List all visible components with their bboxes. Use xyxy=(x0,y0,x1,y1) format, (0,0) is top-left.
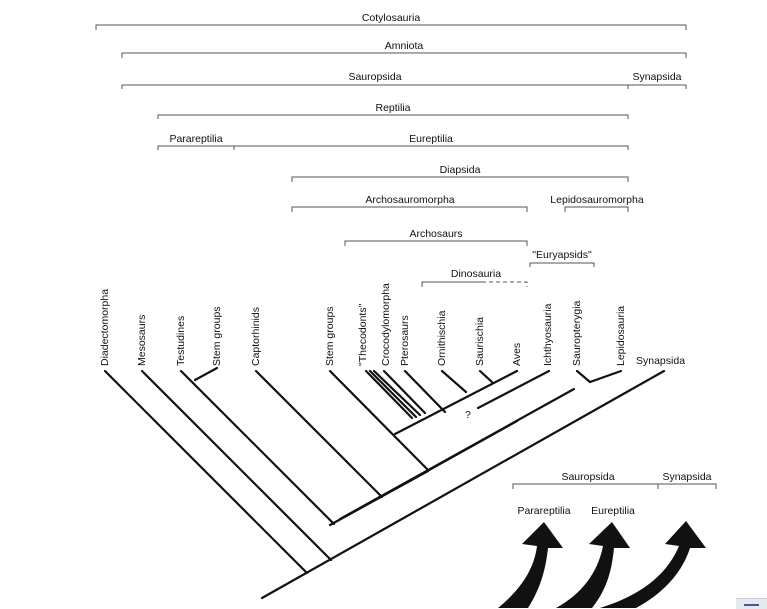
uncertain-placement-mark: ? xyxy=(465,409,471,421)
taxon-aves: Aves xyxy=(511,343,523,366)
inset-label-sauropsida: Sauropsida xyxy=(561,471,614,483)
bracket-archosauromorpha: Archosauromorpha xyxy=(291,194,528,212)
taxon-lepidosauria: Lepidosauria xyxy=(615,306,627,366)
taxon-thecodonts: "Thecodonts" xyxy=(357,303,369,366)
taxon-diadectomorpha: Diadectomorpha xyxy=(99,289,111,366)
clade-label-cotylosauria: Cotylosauria xyxy=(362,12,421,24)
scroll-corner-widget[interactable] xyxy=(736,598,767,609)
taxon-synapsida: Synapsida xyxy=(636,355,685,367)
bracket-sauropsida: Sauropsida xyxy=(121,71,629,89)
branch-thecodonts-1 xyxy=(364,369,414,420)
branch-archosaurs-stem xyxy=(393,369,519,436)
clade-label-lepidosauromorpha: Lepidosauromorpha xyxy=(550,194,644,206)
taxon-ichthyosauria: Ichthyosauria xyxy=(542,303,554,366)
branch-pterosaurs xyxy=(403,369,447,414)
branch-diapsida-stem xyxy=(338,387,576,521)
branch-ichthyosauria xyxy=(476,369,551,410)
inset-bracket-synapsida: Synapsida xyxy=(657,471,717,489)
bracket-parareptilia: Parareptilia xyxy=(157,133,235,150)
branch-diadectomorpha xyxy=(103,369,309,575)
clade-label-archosauromorpha: Archosauromorpha xyxy=(365,194,454,206)
clade-brackets: Cotylosauria Amniota Sauropsida Synapsid… xyxy=(95,12,687,287)
branch-stem-groups-archosauromorpha xyxy=(328,369,430,472)
bracket-eureptilia: Eureptilia xyxy=(233,133,629,150)
bracket-diapsida: Diapsida xyxy=(291,164,629,182)
branch-lepidosauria xyxy=(588,369,623,384)
bracket-synapsida: Synapsida xyxy=(627,71,687,89)
taxon-stem-groups-archosauromorpha: Stem groups xyxy=(324,306,336,366)
clade-label-eureptilia: Eureptilia xyxy=(409,133,453,145)
branch-sauropterygia xyxy=(575,369,592,384)
taxon-crocodylomorpha: Crocodylomorpha xyxy=(380,283,392,366)
arrow-parareptilia xyxy=(498,522,563,608)
branch-stem-groups-parareptilia xyxy=(193,366,219,382)
inset-label-parareptilia: Parareptilia xyxy=(517,505,570,517)
clade-label-diapsida: Diapsida xyxy=(440,164,481,176)
branch-ornithischia xyxy=(440,369,468,394)
clade-label-synapsida: Synapsida xyxy=(632,71,681,83)
bracket-amniota: Amniota xyxy=(121,40,687,58)
bracket-reptilia: Reptilia xyxy=(157,102,629,119)
branch-mesosaurs xyxy=(140,369,333,562)
bracket-lepidosauromorpha: Lepidosauromorpha xyxy=(550,194,644,212)
cladogram-branches: ? xyxy=(103,366,666,600)
branch-crocodylomorpha xyxy=(382,369,427,415)
arrow-eureptilia xyxy=(556,522,630,608)
taxon-ornithischia: Ornithischia xyxy=(436,310,448,366)
branch-trunk xyxy=(260,369,666,600)
taxon-captorhinids: Captorhinids xyxy=(250,307,262,366)
branch-thecodonts-2 xyxy=(368,369,418,419)
bracket-euryapsids: "Euryapsids" xyxy=(529,249,595,267)
clade-label-reptilia: Reptilia xyxy=(375,102,410,114)
clade-label-archosaurs: Archosaurs xyxy=(409,228,462,240)
taxon-sauropterygia: Sauropterygia xyxy=(571,300,583,366)
inset-panel: Sauropsida Synapsida Parareptilia Eurept… xyxy=(498,471,717,608)
inset-label-synapsida: Synapsida xyxy=(662,471,711,483)
inset-label-eureptilia: Eureptilia xyxy=(591,505,635,517)
clade-label-parareptilia: Parareptilia xyxy=(169,133,222,145)
bracket-archosaurs: Archosaurs xyxy=(344,228,528,246)
minimize-bar-icon xyxy=(744,604,759,606)
clade-label-euryapsids: "Euryapsids" xyxy=(532,249,592,261)
clade-label-dinosauria: Dinosauria xyxy=(451,268,501,280)
clade-label-sauropsida: Sauropsida xyxy=(348,71,401,83)
taxon-labels: Diadectomorpha Mesosaurs Testudines Stem… xyxy=(99,283,685,367)
bracket-cotylosauria: Cotylosauria xyxy=(95,12,687,30)
taxon-mesosaurs: Mesosaurs xyxy=(136,315,148,366)
branch-saurischia xyxy=(478,369,494,384)
clade-label-amniota: Amniota xyxy=(385,40,424,52)
taxon-pterosaurs: Pterosaurs xyxy=(399,315,411,366)
arrow-synapsida xyxy=(600,521,706,608)
taxon-testudines: Testudines xyxy=(175,316,187,366)
inset-bracket-sauropsida: Sauropsida xyxy=(512,471,659,489)
branch-testudines xyxy=(179,369,336,526)
taxon-stem-groups-parareptilia: Stem groups xyxy=(211,306,223,366)
bracket-dinosauria: Dinosauria xyxy=(421,268,528,287)
branch-captorhinids xyxy=(254,369,384,499)
taxon-saurischia: Saurischia xyxy=(474,317,486,366)
branch-thecodonts-3 xyxy=(372,369,422,417)
